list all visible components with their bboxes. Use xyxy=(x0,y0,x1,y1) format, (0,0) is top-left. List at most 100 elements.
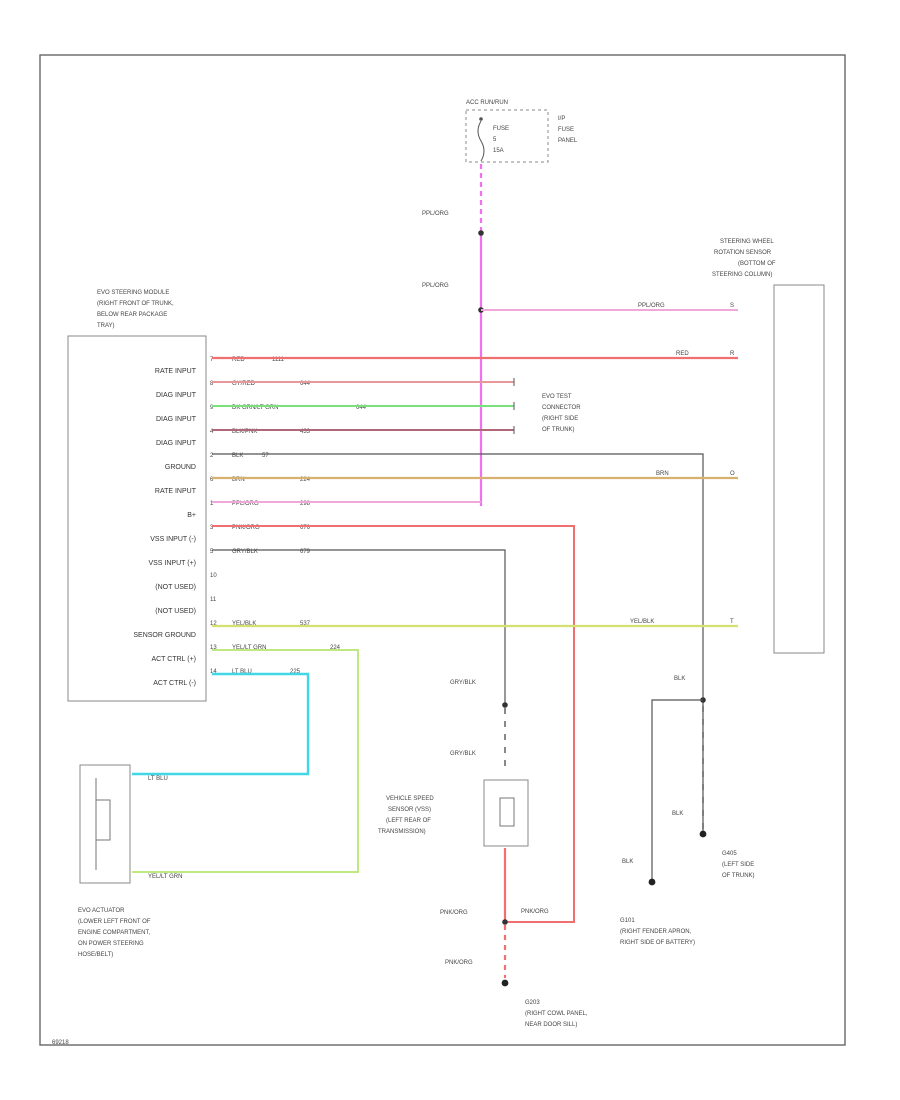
test-connector-line-2: CONNECTOR xyxy=(542,405,581,411)
actuator-box xyxy=(79,764,131,884)
pin-row: (NOT USED) 10 xyxy=(155,573,217,591)
g203-line-3: NEAR DOOR SILL) xyxy=(525,1022,577,1028)
pin-row: ACT CTRL (+) 13 YEL/LT GRN 224 xyxy=(151,645,340,663)
pin-number: 9 xyxy=(210,405,214,411)
pin-number: 1 xyxy=(210,501,214,507)
pin-label: B+ xyxy=(187,512,196,519)
module-box xyxy=(67,335,207,702)
circuit-number: 537 xyxy=(300,621,311,627)
module-title-2: (RIGHT FRONT OF TRUNK, xyxy=(97,301,174,307)
pin-number: 8 xyxy=(210,381,214,387)
sensor-wire-label: PPL/ORG xyxy=(638,303,665,309)
circuit-number: 433 xyxy=(300,429,311,435)
pin-number: 13 xyxy=(210,645,217,651)
test-connector-line-1: EVO TEST xyxy=(542,394,572,400)
circuit-number: 679 xyxy=(300,549,311,555)
label-pnk-org-3: PNK/ORG xyxy=(445,960,473,966)
label-blk-3: BLK xyxy=(622,859,633,865)
module-title-3: BELOW REAR PACKAGE xyxy=(97,312,167,318)
pin-row: DIAG INPUT 9 DK GRN/LT GRN 644 xyxy=(156,405,367,423)
splice-dot-vss-1 xyxy=(502,702,508,708)
actuator-line-5: HOSE/BELT) xyxy=(78,952,113,958)
module-title-4: TRAY) xyxy=(97,323,115,329)
pin-number: 3 xyxy=(210,525,214,531)
pin-number: 5 xyxy=(210,549,214,555)
pin-label: VSS INPUT (-) xyxy=(150,536,196,543)
pin-row: ACT CTRL (-) 14 LT BLU 225 xyxy=(153,669,300,687)
pin-row: B+ 1 PPL/ORG 298 xyxy=(187,501,310,519)
test-connector: EVO TEST CONNECTOR (RIGHT SIDE OF TRUNK) xyxy=(513,378,581,434)
wire-color-label: BLK xyxy=(232,453,243,459)
fuse-line-2: 5 xyxy=(493,137,497,143)
pin-row: (NOT USED) 11 xyxy=(155,597,217,615)
circuit-number: 676 xyxy=(300,525,311,531)
actuator-symbol xyxy=(95,778,111,870)
corner-code: 69218 xyxy=(52,1040,69,1046)
fuse-line-3: 15A xyxy=(493,148,504,154)
sensor-title-3: (BOTTOM OF xyxy=(738,261,776,267)
actuator-line-4: ON POWER STEERING xyxy=(78,941,144,947)
sensor-wire-label: YEL/BLK xyxy=(630,619,654,625)
vss-line-3: (LEFT REAR OF xyxy=(386,818,431,824)
diagram-frame xyxy=(39,54,846,1046)
wire-vss-neg-pnk-org xyxy=(212,525,575,923)
label-blk-2: BLK xyxy=(672,811,683,817)
module-wires xyxy=(132,309,738,923)
label-gry-blk-2: GRY/BLK xyxy=(450,751,476,757)
vss-box xyxy=(483,779,529,847)
wire-color-label: BLK/PNK xyxy=(232,429,257,435)
sensor-pin-number: S xyxy=(730,303,734,309)
wire-color-label: DK GRN/LT GRN xyxy=(232,405,278,411)
sensor-wire-label: RED xyxy=(676,351,689,357)
label-ppl-org-1: PPL/ORG xyxy=(422,211,449,217)
test-connector-line-3: (RIGHT SIDE xyxy=(542,416,578,422)
pin-row: RATE INPUT 6 BRN 224 xyxy=(155,477,311,495)
circuit-number: 225 xyxy=(290,669,301,675)
pin-label: DIAG INPUT xyxy=(156,440,197,447)
pin-label: (NOT USED) xyxy=(155,608,196,615)
circuit-number: 644 xyxy=(300,381,311,387)
fuse-panel-box xyxy=(465,109,549,163)
circuit-number: 224 xyxy=(300,477,311,483)
pin-label: ACT CTRL (+) xyxy=(151,656,196,663)
pin-row: VSS INPUT (+) 5 GRY/BLK 679 xyxy=(148,549,310,567)
wire-act-ctrl-pos-yel-lt-grn xyxy=(132,649,359,873)
ground-blk-circuits: BLK BLK BLK G101 (RIGHT FENDER APRON, RI… xyxy=(620,676,755,946)
evo-actuator: LT BLU YEL/LT GRN EVO ACTUATOR (LOWER LE… xyxy=(78,764,182,958)
wire-color-label: GRY/BLK xyxy=(232,549,258,555)
wire-act-ctrl-neg-lt-blu xyxy=(132,672,310,776)
wire-color-label: GY/RED xyxy=(232,381,256,387)
pin-label: DIAG INPUT xyxy=(156,416,197,423)
wire-vss-pos-gry-blk xyxy=(212,549,506,705)
pin-row: VSS INPUT (-) 3 PNK/ORG 676 xyxy=(150,525,310,543)
sensor-pin-number: R xyxy=(730,351,735,357)
evo-steering-module: EVO STEERING MODULE (RIGHT FRONT OF TRUN… xyxy=(67,290,207,702)
fuse-symbol xyxy=(477,117,485,162)
actuator-line-3: ENGINE COMPARTMENT, xyxy=(78,930,150,936)
sensor-pin-number: T xyxy=(730,619,734,625)
sensor-wire-label: BRN xyxy=(656,471,669,477)
pin-number: 11 xyxy=(210,597,217,603)
g405-line-3: OF TRUNK) xyxy=(722,873,755,879)
actuator-line-1: EVO ACTUATOR xyxy=(78,908,125,914)
actuator-line-2: (LOWER LEFT FRONT OF xyxy=(78,919,151,925)
module-title-1: EVO STEERING MODULE xyxy=(97,290,169,296)
wire-ground-blk xyxy=(212,453,704,835)
circuit-number: 224 xyxy=(330,645,341,651)
sensor-title-4: STEERING COLUMN) xyxy=(712,272,772,278)
sensor-pin-number: O xyxy=(730,471,735,477)
pin-row: DIAG INPUT 4 BLK/PNK 433 xyxy=(156,429,311,447)
circuit-number: 644 xyxy=(356,405,367,411)
fuse-panel-line-3: PANEL xyxy=(558,138,578,144)
pin-number: 2 xyxy=(210,453,214,459)
fuse-panel-line-1: I/P xyxy=(558,116,565,122)
pin-label: VSS INPUT (+) xyxy=(148,560,196,567)
circuit-number: 57 xyxy=(262,453,269,459)
pin-row: SENSOR GROUND 12 YEL/BLK 537 xyxy=(133,621,310,639)
wire-color-label: YEL/LT GRN xyxy=(232,645,266,651)
label-ppl-org-2: PPL/ORG xyxy=(422,283,449,289)
g405-line-2: (LEFT SIDE xyxy=(722,862,754,868)
label-gry-blk-1: GRY/BLK xyxy=(450,680,476,686)
wire-color-label: LT BLU xyxy=(232,669,252,675)
